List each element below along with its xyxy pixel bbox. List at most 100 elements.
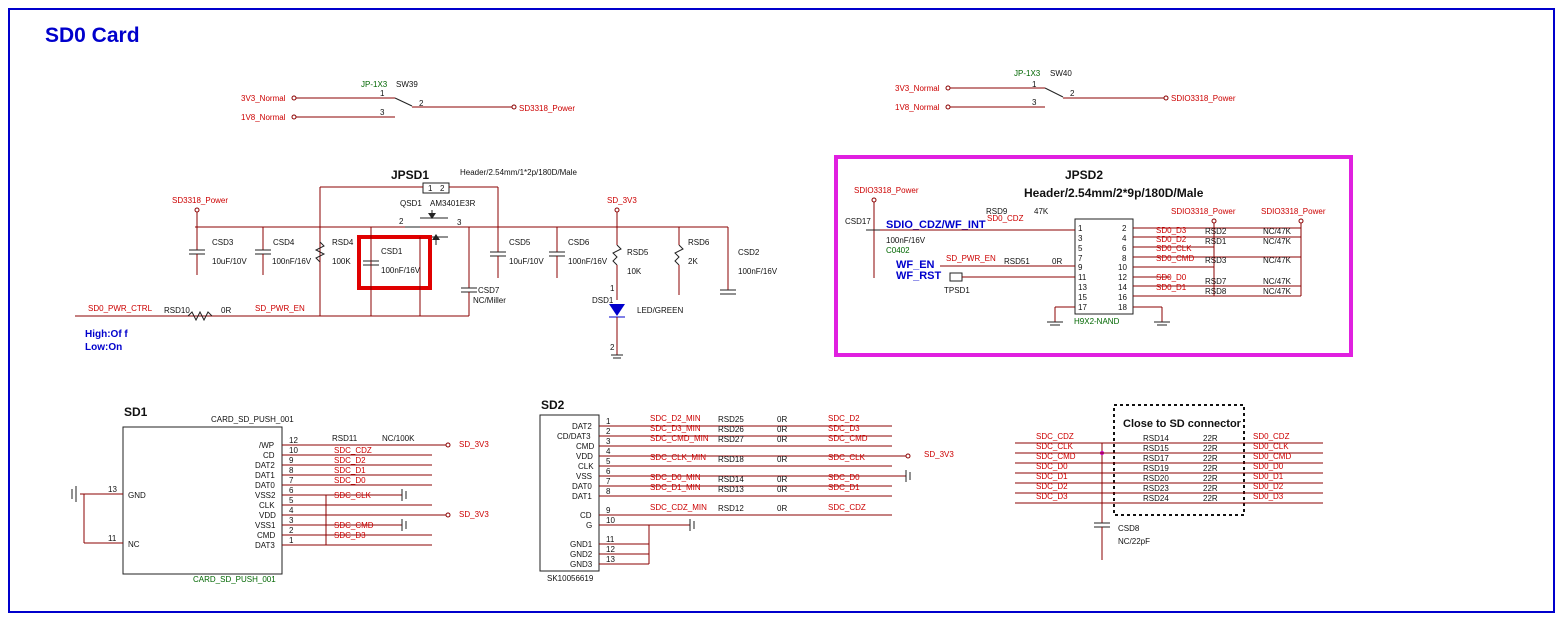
sheet-title: SD0 Card — [45, 24, 140, 47]
jpsd2-rref-3: RSD3 — [1205, 256, 1227, 265]
jpsd2-rval-6: NC/47K — [1263, 277, 1292, 286]
sd1-net-6: SDC_CLK — [334, 491, 372, 500]
csd17-pkg: C0402 — [886, 246, 910, 255]
sd2-ref-1: RSD26 — [718, 425, 744, 434]
sd1-pin-num-3: 8 — [289, 466, 294, 475]
sd2-pin-num-11: 12 — [606, 545, 615, 554]
sw40-in3: 1V8_Normal — [895, 103, 940, 112]
csd7-ref: CSD7 — [478, 286, 500, 295]
rsd10-value: 0R — [221, 306, 231, 315]
jpsd2-net-power-r1: SDIO3318_Power — [1171, 207, 1236, 216]
jpsd2-rpin-8: 18 — [1118, 303, 1127, 312]
dsd1-value: LED/GREEN — [637, 306, 683, 315]
sd1-pin-num-0: 12 — [289, 436, 298, 445]
dsd1-pin1: 1 — [610, 284, 615, 293]
series-val-4: 22R — [1203, 474, 1218, 483]
sw40-pin1: 1 — [1032, 80, 1037, 89]
sd2-pin-name-5: VSS — [576, 472, 592, 481]
series-val-2: 22R — [1203, 454, 1218, 463]
rsd51-ref: RSD51 — [1004, 257, 1030, 266]
sd2-pin-name-8: CD — [580, 511, 592, 520]
sd2-pin-name-9: G — [586, 521, 592, 530]
series-left-5: SDC_D2 — [1036, 482, 1068, 491]
dsd1-pin2: 2 — [610, 343, 615, 352]
sd1-pin-name-6: CLK — [259, 501, 275, 510]
jpsd2-rpin-0: 2 — [1122, 224, 1127, 233]
sd1-pin-name-10: DAT3 — [255, 541, 275, 550]
jpsd2-lpin-5: 11 — [1078, 273, 1087, 282]
qsd1-ref: QSD1 — [400, 199, 422, 208]
sd2-val-0: 0R — [777, 415, 787, 424]
rsd6-value: 2K — [688, 257, 698, 266]
series-val-3: 22R — [1203, 464, 1218, 473]
series-ref-6: RSD24 — [1143, 494, 1169, 503]
sd2-net-6: SDC_D0_MIN — [650, 473, 701, 482]
sd2-val-7: 0R — [777, 485, 787, 494]
label-sdio-cdz: SDIO_CDZ/WF_INT — [886, 219, 986, 231]
series-left-4: SDC_D1 — [1036, 472, 1068, 481]
series-resistor-section: Close to SD connector CSD8 NC/22pF SDC_C… — [1015, 404, 1323, 560]
jpsd2-highlight-box — [834, 155, 1353, 357]
sd2-net-8: SDC_CDZ_MIN — [650, 503, 707, 512]
sd2-out-3: SD_3V3 — [924, 450, 954, 459]
sw39-in1: 3V3_Normal — [241, 94, 286, 103]
sd2-ref-7: RSD13 — [718, 485, 744, 494]
sd1-end-7: SD_3V3 — [459, 510, 489, 519]
sd2-pin-name-4: CLK — [578, 462, 594, 471]
series-ref-5: RSD23 — [1143, 484, 1169, 493]
series-val-5: 22R — [1203, 484, 1218, 493]
jpsd2-net-5: SD0_D0 — [1156, 273, 1187, 282]
csd6-ref: CSD6 — [568, 238, 590, 247]
series-ref-1: RSD15 — [1143, 444, 1169, 453]
sd2-ref: SD2 — [541, 398, 565, 412]
sd1-net-3: SDC_D1 — [334, 466, 366, 475]
series-val-0: 22R — [1203, 434, 1218, 443]
jpsd2-rpin-2: 6 — [1122, 244, 1127, 253]
csd5-value: 10uF/10V — [509, 257, 544, 266]
jpsd2-lpin-0: 1 — [1078, 224, 1083, 233]
series-left-2: SDC_CMD — [1036, 452, 1076, 461]
jpsd2-rval-0: NC/47K — [1263, 227, 1292, 236]
switch-sw39: JP-1X3 SW39 3V3_Normal 1V8_Normal SD3318… — [241, 80, 575, 122]
qsd1-pin3: 3 — [457, 218, 462, 227]
jpsd2-right-nets: SD0_D3 SD0_D2 SD0_CLK SD0_CMD SD0_D0 SD0… — [1133, 226, 1301, 297]
jpsd2-rval-7: NC/47K — [1263, 287, 1292, 296]
series-right-3: SD0_D0 — [1253, 462, 1284, 471]
series-left-0: SDC_CDZ — [1036, 432, 1074, 441]
jpsd2-net-2: SD0_CLK — [1156, 244, 1192, 253]
sd1-part: CARD_SD_PUSH_001 — [211, 415, 294, 424]
sd1-pin-name-9: CMD — [257, 531, 275, 540]
series-left-6: SDC_D3 — [1036, 492, 1068, 501]
jpsd2-lpin-3: 7 — [1078, 254, 1083, 263]
sd1-nc-pin: 11 — [108, 534, 117, 543]
sd2-pin-name-12: GND3 — [570, 560, 593, 569]
jpsd2-net-6: SD0_D1 — [1156, 283, 1187, 292]
rsd5-ref: RSD5 — [627, 248, 649, 257]
jpsd2-right-pins: 2 4 6 8 10 12 14 16 18 — [1118, 224, 1127, 312]
series-ref-3: RSD19 — [1143, 464, 1169, 473]
sd2-pin-num-8: 9 — [606, 506, 611, 515]
sd2-pin-name-3: VDD — [576, 452, 593, 461]
sd2-out-8: SDC_CDZ — [828, 503, 866, 512]
sd1-pin-name-7: VDD — [259, 511, 276, 520]
csd3-value: 10uF/10V — [212, 257, 247, 266]
csd3-ref: CSD3 — [212, 238, 234, 247]
csd6-value: 100nF/16V — [568, 257, 608, 266]
jpsd2-net-1: SD0_D2 — [1156, 235, 1187, 244]
sd1-end-0: SD_3V3 — [459, 440, 489, 449]
sd2-pin-num-10: 11 — [606, 535, 615, 544]
jpsd2-rref-6: RSD7 — [1205, 277, 1227, 286]
tpsd1: TPSD1 — [944, 286, 970, 295]
sd2-val-8: 0R — [777, 504, 787, 513]
sd2-pin-name-11: GND2 — [570, 550, 593, 559]
sd1-pin-name-5: VSS2 — [255, 491, 276, 500]
csd7-value: NC/Miller — [473, 296, 506, 305]
sd2-pin-num-1: 2 — [606, 427, 611, 436]
jpsd1-pin1: 1 — [428, 184, 433, 193]
sd1-pins: /WP CD DAT2 DAT1 DAT0 VSS2 CLK VDD VSS1 … — [255, 434, 489, 550]
sd2-ref-8: RSD12 — [718, 504, 744, 513]
sd2-val-2: 0R — [777, 435, 787, 444]
jpsd2-rpin-1: 4 — [1122, 234, 1127, 243]
sd1-pin-name-1: CD — [263, 451, 275, 460]
sd1-gnd: GND — [128, 491, 146, 500]
